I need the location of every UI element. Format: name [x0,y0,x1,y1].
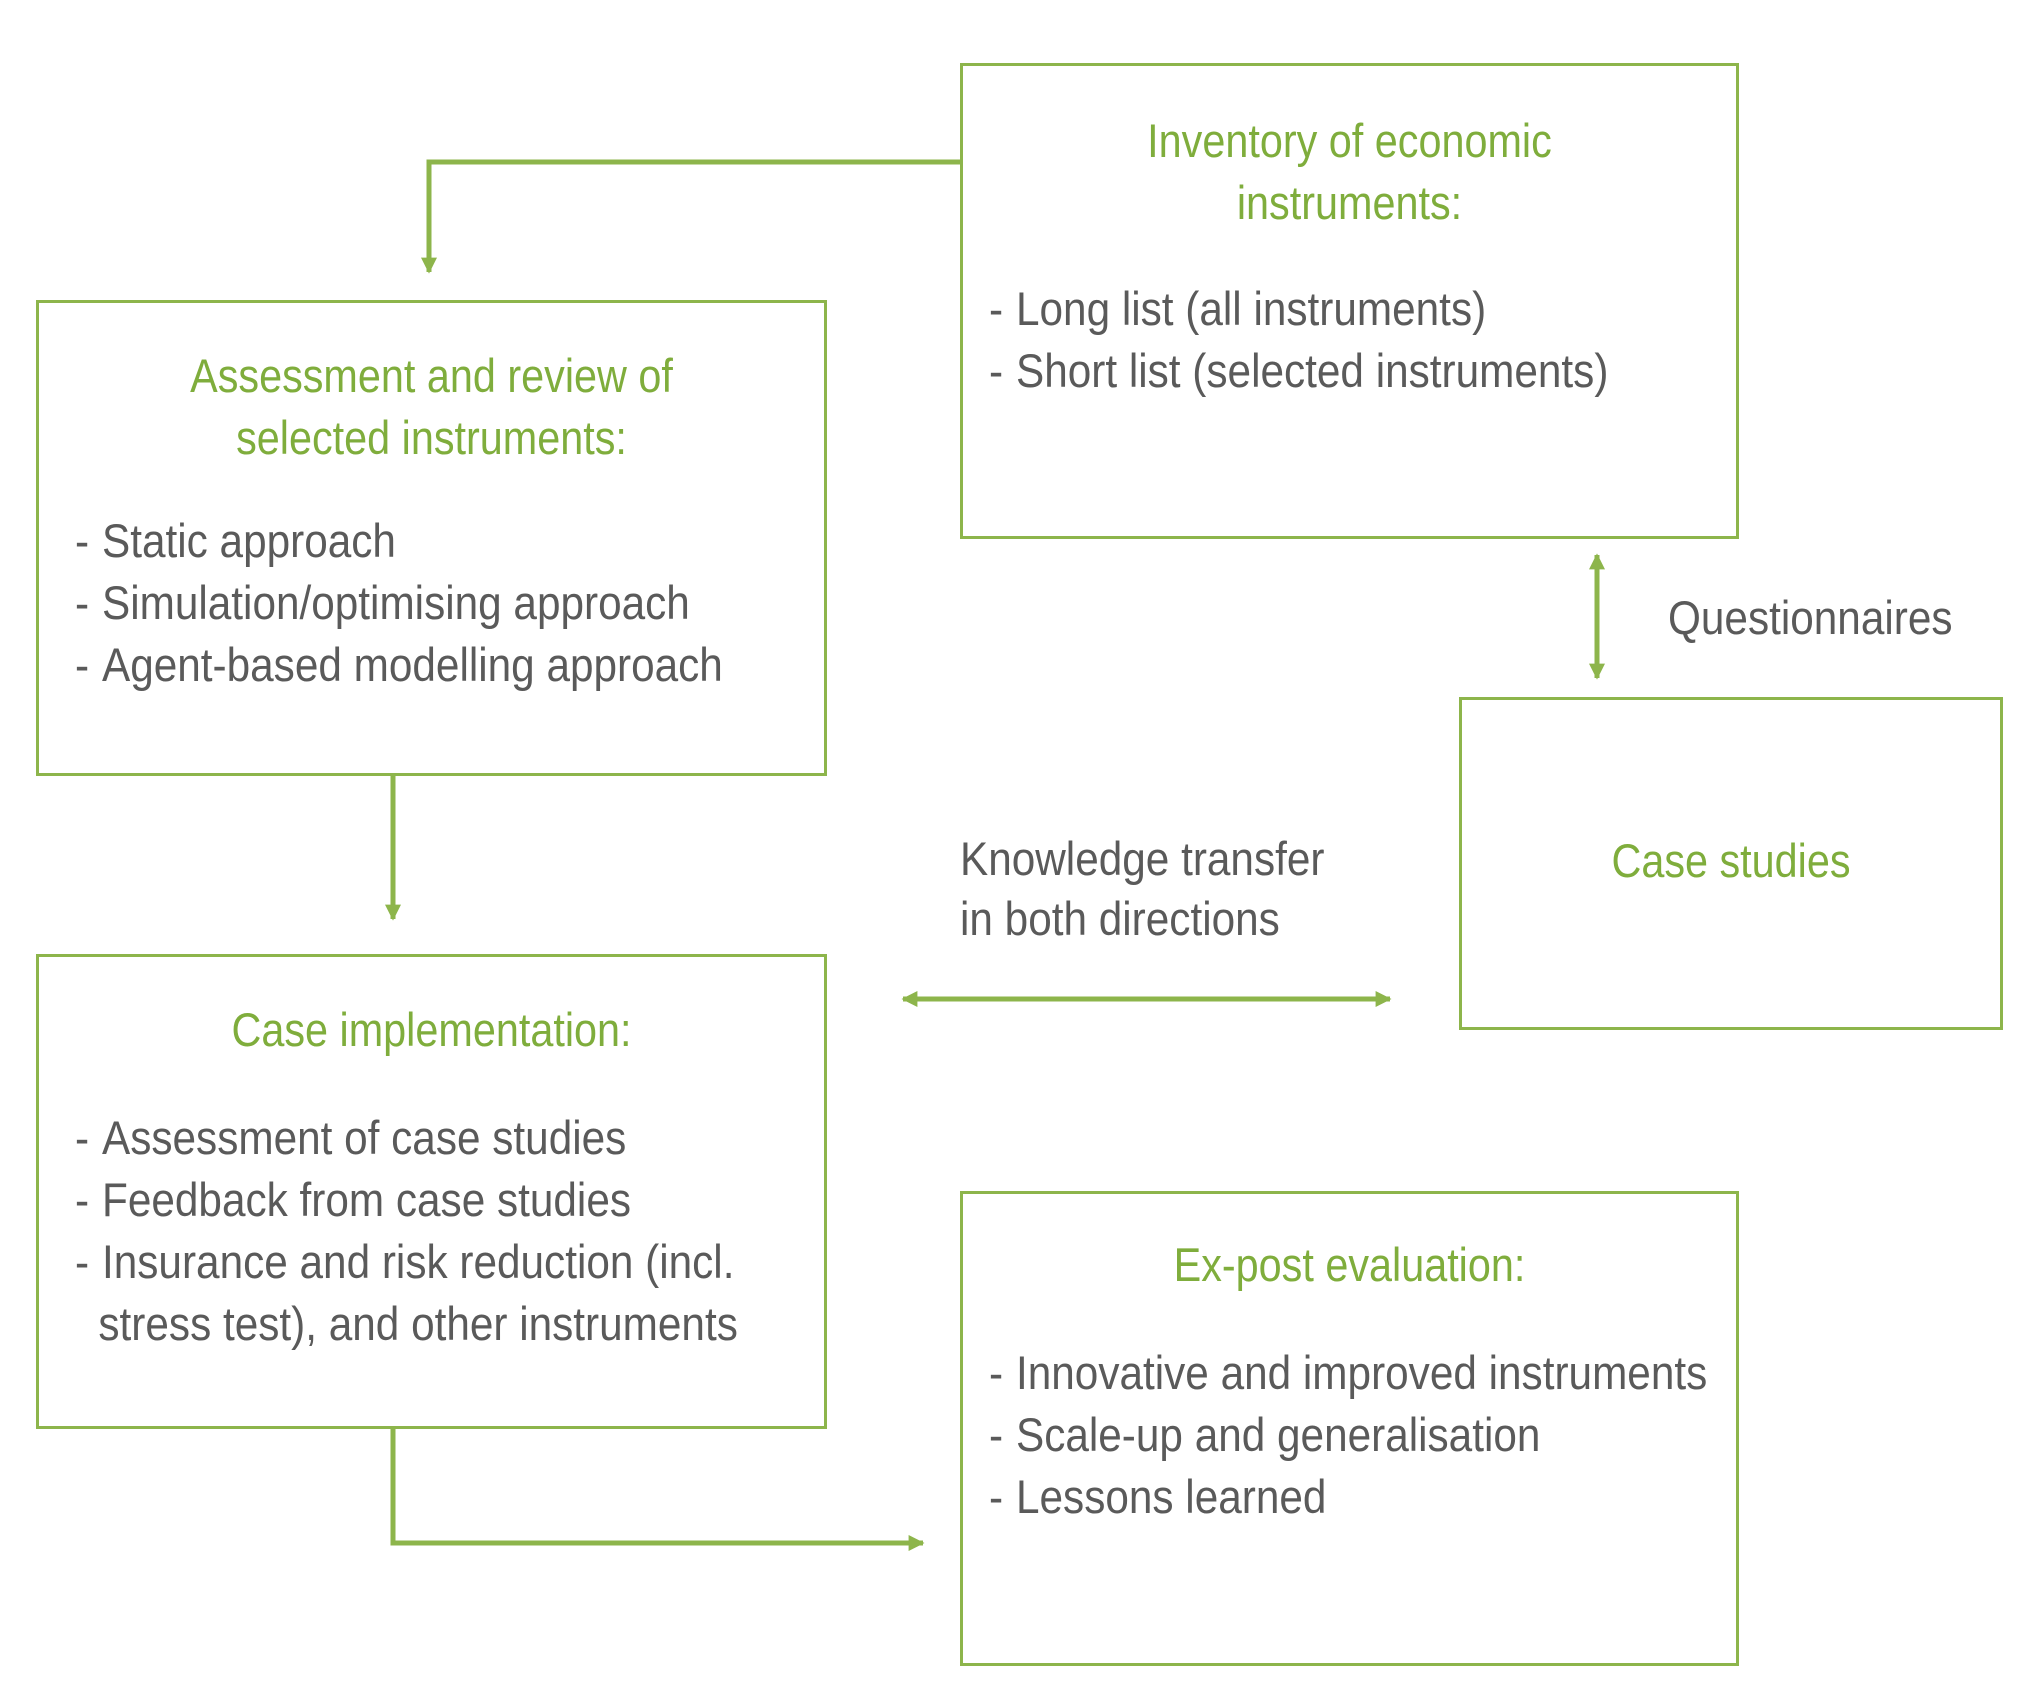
inventory-title-line2: instruments: [1236,176,1463,229]
list-item: Assessment of case studies [75,1107,738,1169]
ex-post-title: Ex-post evaluation: [1173,1238,1526,1291]
list-item: Static approach [75,510,723,572]
list-item: Agent-based modelling approach [75,634,723,696]
assessment-title-line1: Assessment and review of [190,349,673,402]
list-item: Feedback from case studies [75,1169,738,1231]
case-implementation-title: Case implementation: [231,1003,632,1056]
list-item: Scale-up and generalisation [989,1404,1707,1466]
knowledge-transfer-label: Knowledge transfer in both directions [960,829,1324,949]
assessment-title: Assessment and review of selected instru… [86,345,777,469]
list-item: Short list (selected instruments) [989,340,1608,402]
list-item: Innovative and improved instruments [989,1342,1707,1404]
ex-post-box: Ex-post evaluation: Innovative and impro… [960,1191,1739,1666]
inventory-title: Inventory of economic instruments: [1009,110,1689,234]
inventory-box: Inventory of economic instruments: Long … [960,63,1739,539]
list-item: Simulation/optimising approach [75,572,723,634]
assessment-title-line2: selected instruments: [236,411,627,464]
arrow-inventory-to-assessment [420,159,960,274]
list-item: Long list (all instruments) [989,278,1608,340]
questionnaires-label: Questionnaires [1668,591,1953,644]
case-studies-title: Case studies [1611,834,1851,887]
inventory-list: Long list (all instruments) Short list (… [989,278,1608,402]
case-implementation-list: Assessment of case studies Feedback from… [75,1107,738,1355]
assessment-box: Assessment and review of selected instru… [36,300,827,776]
knowledge-transfer-line2: in both directions [960,892,1280,945]
ex-post-list: Innovative and improved instruments Scal… [989,1342,1707,1528]
arrow-implementation-to-expost [390,1426,925,1552]
list-item-continuation: stress test), and other instruments [98,1297,738,1350]
inventory-title-line1: Inventory of economic [1147,114,1552,167]
list-item: Insurance and risk reduction (incl. [75,1231,738,1293]
knowledge-transfer-line1: Knowledge transfer [960,832,1325,885]
list-item: Lessons learned [989,1466,1707,1528]
assessment-list: Static approach Simulation/optimising ap… [75,510,723,696]
case-studies-box: Case studies [1459,697,2003,1030]
case-implementation-box: Case implementation: Assessment of case … [36,954,827,1429]
